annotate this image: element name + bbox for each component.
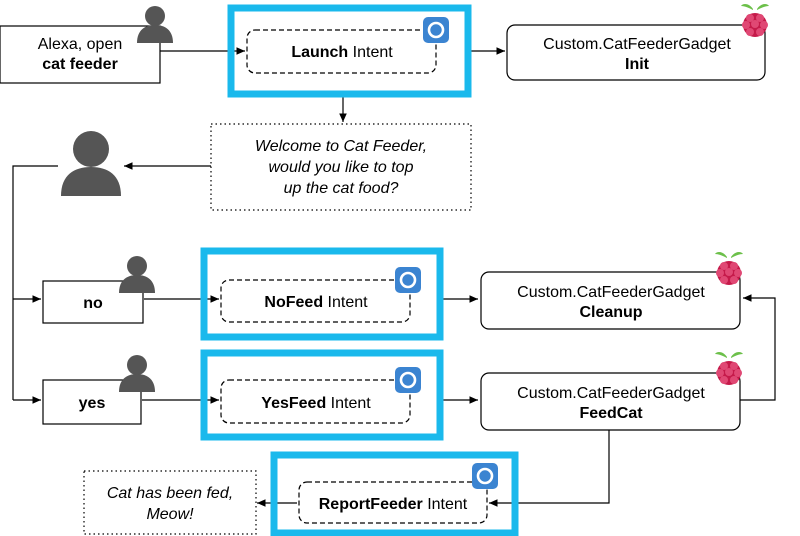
fed-prompt-box (83, 470, 257, 535)
nofeed-intent-label: NoFeed Intent (264, 294, 368, 311)
nofeed-intent-box (220, 279, 411, 323)
init-gadget-box (506, 24, 766, 81)
yesfeed-intent-box (220, 379, 411, 424)
alexa-logo-icon (393, 265, 423, 295)
user-utterance-line2: cat feeder (42, 56, 118, 73)
launch-intent-box (246, 29, 437, 74)
feedcat-gadget-box (480, 372, 741, 431)
welcome-prompt-line1: Welcome to Cat Feeder, (255, 138, 427, 155)
user-utterance-line1: Alexa, open (38, 36, 123, 53)
answer-yes-label: yes (79, 395, 106, 412)
fed-prompt-line1: Cat has been fed, (107, 485, 233, 502)
edge-user-branch (12, 165, 58, 400)
nofeed-intent-frame (200, 247, 444, 341)
init-gadget-line2: Init (625, 56, 650, 73)
report-intent-frame (270, 451, 519, 536)
user-silhouette-icon (61, 131, 121, 196)
launch-intent-frame (227, 4, 472, 98)
fed-prompt-line2: Meow! (146, 506, 194, 523)
alexa-logo-icon (393, 365, 423, 395)
edge-feedcat-to-cleanup (740, 294, 776, 401)
yesfeed-intent-label: YesFeed Intent (261, 395, 371, 412)
user-silhouette-icon (119, 355, 155, 392)
report-intent-box (298, 481, 488, 524)
edge-feedcat-to-report (489, 430, 610, 507)
user-silhouette-icon (137, 6, 173, 43)
answer-no-label: no (83, 295, 103, 312)
welcome-prompt-line3: up the cat food? (284, 180, 399, 197)
report-intent-label: ReportFeeder Intent (319, 496, 468, 513)
welcome-prompt-box (210, 123, 472, 211)
cleanup-gadget-line2: Cleanup (579, 304, 642, 321)
alexa-logo-icon (470, 461, 500, 491)
init-gadget-line1: Custom.CatFeederGadget (543, 36, 731, 53)
user-silhouette-icon (119, 256, 155, 293)
cleanup-gadget-box (480, 271, 741, 330)
yesfeed-intent-frame (200, 349, 444, 441)
launch-intent-label: Launch Intent (291, 44, 393, 61)
welcome-prompt-line2: would you like to top (269, 159, 414, 176)
feedcat-gadget-line2: FeedCat (579, 405, 643, 422)
feedcat-gadget-line1: Custom.CatFeederGadget (517, 385, 705, 402)
user-utterance-box (0, 25, 161, 84)
cleanup-gadget-line1: Custom.CatFeederGadget (517, 284, 705, 301)
alexa-logo-icon (421, 15, 451, 45)
